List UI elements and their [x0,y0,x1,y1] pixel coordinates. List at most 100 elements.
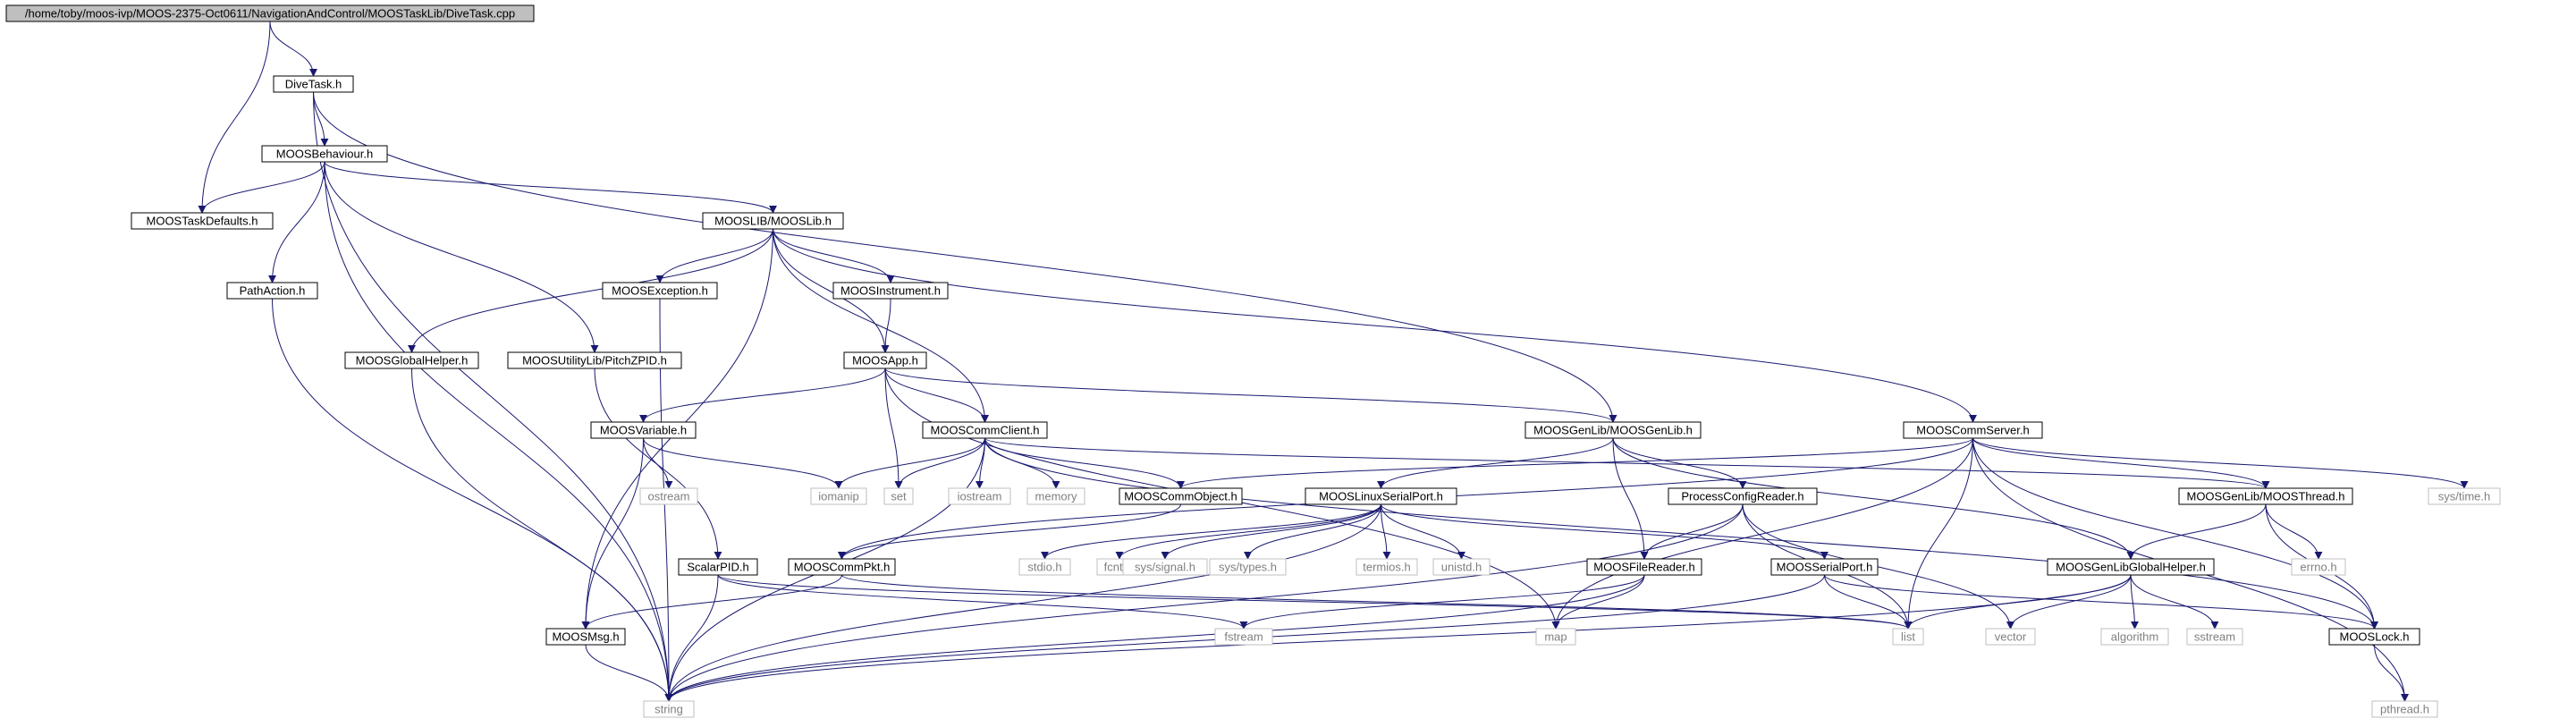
node-box [1985,628,2036,646]
edge-moosbehaviour_h-to-string [324,161,673,702]
node-divetask-h[interactable]: DiveTask.h [273,75,354,93]
node-systime-h: sys/time.h [2428,487,2501,505]
node-box [344,351,479,369]
edge-mooscommpkt_h-to-moosmsg_h [581,574,842,630]
node-ostream: ostream [639,487,698,505]
edge-mooscommclient_h-to-moosthread_h [984,437,2270,489]
node-list: list [1892,628,1924,646]
node-box [1586,558,1702,576]
edge-moosgenlibglobalhelper_h-to-string [664,574,2132,702]
edge-moosserialport_h-to-mooslock_h [1824,574,2378,630]
node-vector: vector [1985,628,2036,646]
node-moosexception-h[interactable]: MOOSException.h [602,282,718,300]
node-box [2047,558,2215,576]
node-moosmsg-h[interactable]: MOOSMsg.h [545,628,626,646]
node-label: MOOSException.h [612,284,708,298]
node-iostream: iostream [948,487,1011,505]
node-box [843,351,927,369]
node-moosthread-h[interactable]: MOOSGenLib/MOOSThread.h [2178,487,2353,505]
node-box [1892,628,1924,646]
edge-moosapp_h-to-moosgenlib_h [884,368,1617,423]
edge-moosglobalhelper_h-to-string [411,368,673,702]
edge-moosbehaviour_h-to-moostaskdefaults_h [198,161,325,214]
node-box [1535,628,1576,646]
edge-divetask_h-to-moosgenlib_h [313,91,1617,423]
node-mooscommserver-h[interactable]: MOOSCommServer.h [1903,421,2043,439]
node-mooslib-h[interactable]: MOOSLIB/MOOSLib.h [702,212,844,230]
node-box [602,282,718,300]
edge-moosinstrument_h-to-moosapp_h [881,298,891,353]
node-moosvariable-h[interactable]: MOOSVariable.h [590,421,697,439]
node-box [788,558,896,576]
node-box [2328,628,2420,646]
edge-scalarpid_h-to-string [664,574,719,702]
node-label: fstream [1224,630,1263,644]
node-moosbehaviour-h[interactable]: MOOSBehaviour.h [261,145,388,163]
node-box [2428,487,2501,505]
node-pthread-h: pthread.h [2371,700,2438,718]
node-label: map [1544,630,1567,644]
node-moostaskdefaults-h[interactable]: MOOSTaskDefaults.h [131,212,274,230]
node-root[interactable]: /home/toby/moos-ivp/MOOS-2375-Oct0611/Na… [5,4,535,22]
edge-moosmsg_h-to-string [585,644,673,702]
node-mooslock-h[interactable]: MOOSLock.h [2328,628,2420,646]
edge-mooslib_h-to-moosexception_h [655,228,773,283]
node-box [1214,628,1273,646]
node-mooscommobject-h[interactable]: MOOSCommObject.h [1119,487,1243,505]
node-label: unistd.h [1441,561,1482,574]
node-mooscommclient-h[interactable]: MOOSCommClient.h [922,421,1048,439]
edge-moosapp_h-to-set [884,368,903,489]
node-moosfilereader-h[interactable]: MOOSFileReader.h [1586,558,1702,576]
node-label: MOOSFileReader.h [1593,561,1694,574]
node-set: set [883,487,914,505]
edge-mooslock_h-to-pthread_h [2374,644,2409,702]
node-box [1026,487,1085,505]
node-mooscommpkt-h[interactable]: MOOSCommPkt.h [788,558,896,576]
edge-moosvariable_h-to-moosmsg_h [581,437,644,630]
node-label: MOOSGenLibGlobalHelper.h [2056,561,2206,574]
edge-mooslinuxserialport_h-to-termios_h [1381,503,1391,560]
node-label: stdio.h [1027,561,1061,574]
node-moosserialport-h[interactable]: MOOSSerialPort.h [1770,558,1879,576]
edge-mooscommserver_h-to-systime_h [1972,437,2469,489]
node-pitchzpid-h[interactable]: MOOSUtilityLib/PitchZPID.h [507,351,682,369]
node-moosinstrument-h[interactable]: MOOSInstrument.h [832,282,949,300]
node-label: iostream [958,490,1002,503]
node-label: MOOSCommServer.h [1916,424,2029,437]
node-moosapp-h[interactable]: MOOSApp.h [843,351,927,369]
node-moosgenlib-h[interactable]: MOOSGenLib/MOOSGenLib.h [1524,421,1702,439]
edge-mooslib_h-to-mooscommserver_h [773,228,1977,423]
node-mooslinuxserialport-h[interactable]: MOOSLinuxSerialPort.h [1305,487,1457,505]
node-box [5,4,535,22]
node-label: algorithm [2111,630,2158,644]
edge-moosgenlib_h-to-processconfigreader_h [1612,437,1747,489]
node-box [1356,558,1418,576]
node-box [948,487,1011,505]
node-label: MOOSVariable.h [600,424,687,437]
node-box [1903,421,2043,439]
node-label: MOOSCommClient.h [930,424,1039,437]
node-box [273,75,354,93]
node-label: iomanip [818,490,859,503]
node-unistd-h: unistd.h [1432,558,1491,576]
node-fstream: fstream [1214,628,1273,646]
node-moosglobalhelper-h[interactable]: MOOSGlobalHelper.h [344,351,479,369]
edge-mooscommserver_h-to-list [1904,437,1973,630]
node-pathaction-h[interactable]: PathAction.h [226,282,318,300]
edge-mooscommserver_h-to-mooslock_h [1972,437,2378,630]
node-label: MOOSLinuxSerialPort.h [1319,490,1443,503]
edge-moosbehaviour_h-to-mooslib_h [324,161,777,214]
edge-mooslib_h-to-moosinstrument_h [773,228,895,283]
node-box [131,212,274,230]
node-processconfigreader-h[interactable]: ProcessConfigReader.h [1668,487,1818,505]
edge-mooslib_h-to-moosglobalhelper_h [408,228,773,353]
node-label: MOOSBehaviour.h [276,148,373,161]
node-box [639,487,698,505]
edge-root-to-divetask_h [269,21,317,77]
edge-moosbehaviour_h-to-pathaction_h [268,161,325,283]
node-moosgenlibglobalhelper-h[interactable]: MOOSGenLibGlobalHelper.h [2047,558,2215,576]
node-scalarpid-h[interactable]: ScalarPID.h [678,558,758,576]
node-syssignal-h: sys/signal.h [1122,558,1208,576]
edge-mooscommobject_h-to-mooscommpkt_h [838,503,1181,560]
node-label: ostream [648,490,690,503]
